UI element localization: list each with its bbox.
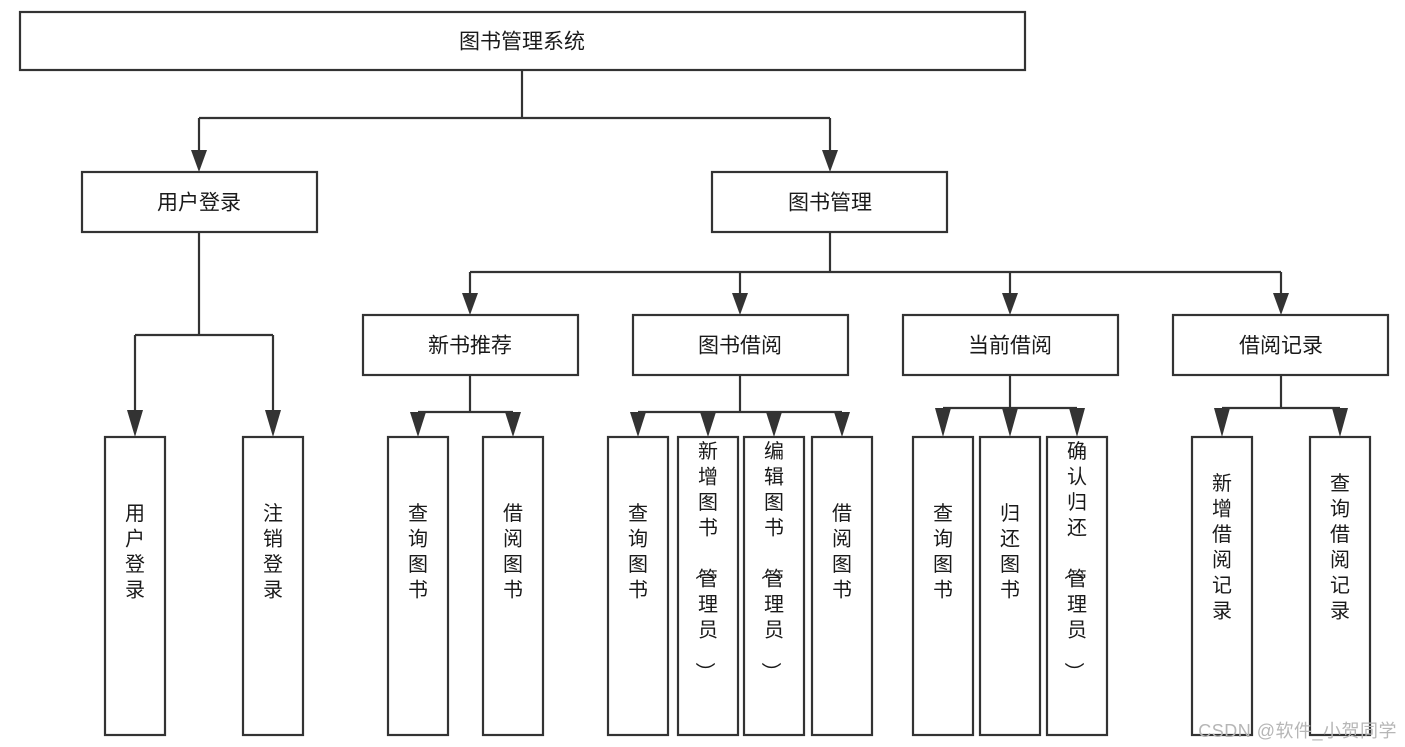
- leaf-query-book-2-label: 查询图书: [628, 502, 648, 602]
- arrow-new-book-rec-leaf-1: [410, 412, 426, 437]
- arrow-book-manage-child-2: [732, 293, 748, 315]
- node-borrow-record[interactable]: 借阅记录: [1171, 313, 1390, 377]
- leaf-query-book-2-box[interactable]: [606, 435, 670, 737]
- node-new-book-rec-box[interactable]: [361, 313, 580, 377]
- leaf-borrow-book-2[interactable]: 借阅图书: [810, 435, 874, 737]
- arrow-root-to-user-login: [191, 150, 207, 172]
- leaf-user-logout-label: 注销登录: [263, 502, 283, 602]
- leaf-query-book-3[interactable]: 查询图书: [911, 435, 975, 737]
- arrow-book-manage-child-3: [1002, 293, 1018, 315]
- leaf-user-logout[interactable]: 注销登录: [241, 435, 305, 737]
- leaf-query-book-3-box[interactable]: [911, 435, 975, 737]
- leaf-query-record-label: 查询借阅记录: [1330, 472, 1350, 623]
- node-current-borrow-box[interactable]: [901, 313, 1120, 377]
- node-new-book-rec-label: 新书推荐: [428, 335, 512, 358]
- leaf-borrow-book-1-box[interactable]: [481, 435, 545, 737]
- node-user-login[interactable]: 用户登录: [80, 170, 319, 234]
- arrow-current-borrow-leaf-3: [1069, 408, 1085, 437]
- leaf-add-record-box[interactable]: [1190, 435, 1254, 737]
- leaf-borrow-book-1[interactable]: 借阅图书: [481, 435, 545, 737]
- leaf-user-login-label: 用户登录: [125, 503, 145, 602]
- arrow-root-to-book-manage: [822, 150, 838, 172]
- leaf-edit-book-label: 编辑图书（管理员）: [759, 440, 784, 682]
- arrow-book-manage-child-1: [462, 293, 478, 315]
- leaf-borrow-book-2-box[interactable]: [810, 435, 874, 737]
- node-book-borrow-box[interactable]: [631, 313, 850, 377]
- node-root[interactable]: 图书管理系统: [18, 10, 1027, 72]
- leaf-add-book-label: 新增图书（管理员）: [693, 440, 718, 682]
- node-root-box[interactable]: [18, 10, 1027, 72]
- leaf-add-record[interactable]: 新增借阅记录: [1190, 435, 1254, 737]
- node-borrow-record-label: 借阅记录: [1239, 335, 1323, 358]
- leaf-return-book-box[interactable]: [978, 435, 1042, 737]
- node-book-manage[interactable]: 图书管理: [710, 170, 949, 234]
- node-new-book-rec[interactable]: 新书推荐: [361, 313, 580, 377]
- leaf-add-book-box[interactable]: [676, 435, 740, 737]
- node-book-borrow[interactable]: 图书借阅: [631, 313, 850, 377]
- arrow-book-manage-child-4: [1273, 293, 1289, 315]
- leaf-borrow-book-2-label: 借阅图书: [832, 502, 852, 602]
- node-book-manage-label: 图书管理: [788, 192, 872, 215]
- leaf-return-book[interactable]: 归还图书: [978, 435, 1042, 737]
- leaf-edit-book[interactable]: 编辑图书（管理员）: [742, 435, 806, 737]
- leaf-query-book-3-label: 查询图书: [933, 502, 953, 602]
- leaf-confirm-return-box[interactable]: [1045, 435, 1109, 737]
- leaf-query-record-box[interactable]: [1308, 435, 1372, 737]
- node-user-login-label: 用户登录: [157, 192, 241, 215]
- arrow-book-borrow-leaf-1: [630, 412, 646, 437]
- csdn-watermark: CSDN @软件_小贺同学: [1198, 721, 1397, 741]
- arrow-user-login-leaf-2: [265, 410, 281, 437]
- arrow-new-book-rec-leaf-2: [505, 412, 521, 437]
- node-borrow-record-box[interactable]: [1171, 313, 1390, 377]
- leaf-confirm-return[interactable]: 确认归还（管理员）: [1045, 435, 1109, 737]
- connector-layer: [127, 70, 1348, 437]
- leaf-query-book-1-label: 查询图书: [408, 502, 428, 602]
- node-book-borrow-label: 图书借阅: [698, 335, 782, 358]
- node-user-login-box[interactable]: [80, 170, 319, 234]
- leaf-add-record-label: 新增借阅记录: [1212, 472, 1232, 623]
- leaf-query-book-2[interactable]: 查询图书: [606, 435, 670, 737]
- leaf-query-book-1[interactable]: 查询图书: [386, 435, 450, 737]
- leaf-user-login[interactable]: 用户登录: [103, 435, 167, 737]
- leaf-add-book[interactable]: 新增图书（管理员）: [676, 435, 740, 737]
- node-root-label: 图书管理系统: [459, 31, 585, 54]
- node-current-borrow[interactable]: 当前借阅: [901, 313, 1120, 377]
- arrow-current-borrow-leaf-1: [935, 408, 951, 437]
- leaf-borrow-book-1-label: 借阅图书: [503, 502, 523, 602]
- leaf-user-login-box[interactable]: [103, 435, 167, 737]
- node-current-borrow-label: 当前借阅: [968, 335, 1052, 358]
- leaf-edit-book-box[interactable]: [742, 435, 806, 737]
- arrow-current-borrow-leaf-2: [1002, 408, 1018, 437]
- leaf-confirm-return-label: 确认归还（管理员）: [1062, 440, 1087, 682]
- arrow-user-login-leaf-1: [127, 410, 143, 437]
- leaf-query-record[interactable]: 查询借阅记录: [1308, 435, 1372, 737]
- arrow-book-borrow-leaf-3: [766, 412, 782, 437]
- node-book-manage-box[interactable]: [710, 170, 949, 234]
- arrow-book-borrow-leaf-2: [700, 412, 716, 437]
- arrow-book-borrow-leaf-4: [834, 412, 850, 437]
- arrow-borrow-record-leaf-1: [1214, 408, 1230, 437]
- leaf-return-book-label: 归还图书: [1000, 502, 1020, 602]
- leaf-user-logout-box[interactable]: [241, 435, 305, 737]
- leaf-query-book-1-box[interactable]: [386, 435, 450, 737]
- arrow-borrow-record-leaf-2: [1332, 408, 1348, 437]
